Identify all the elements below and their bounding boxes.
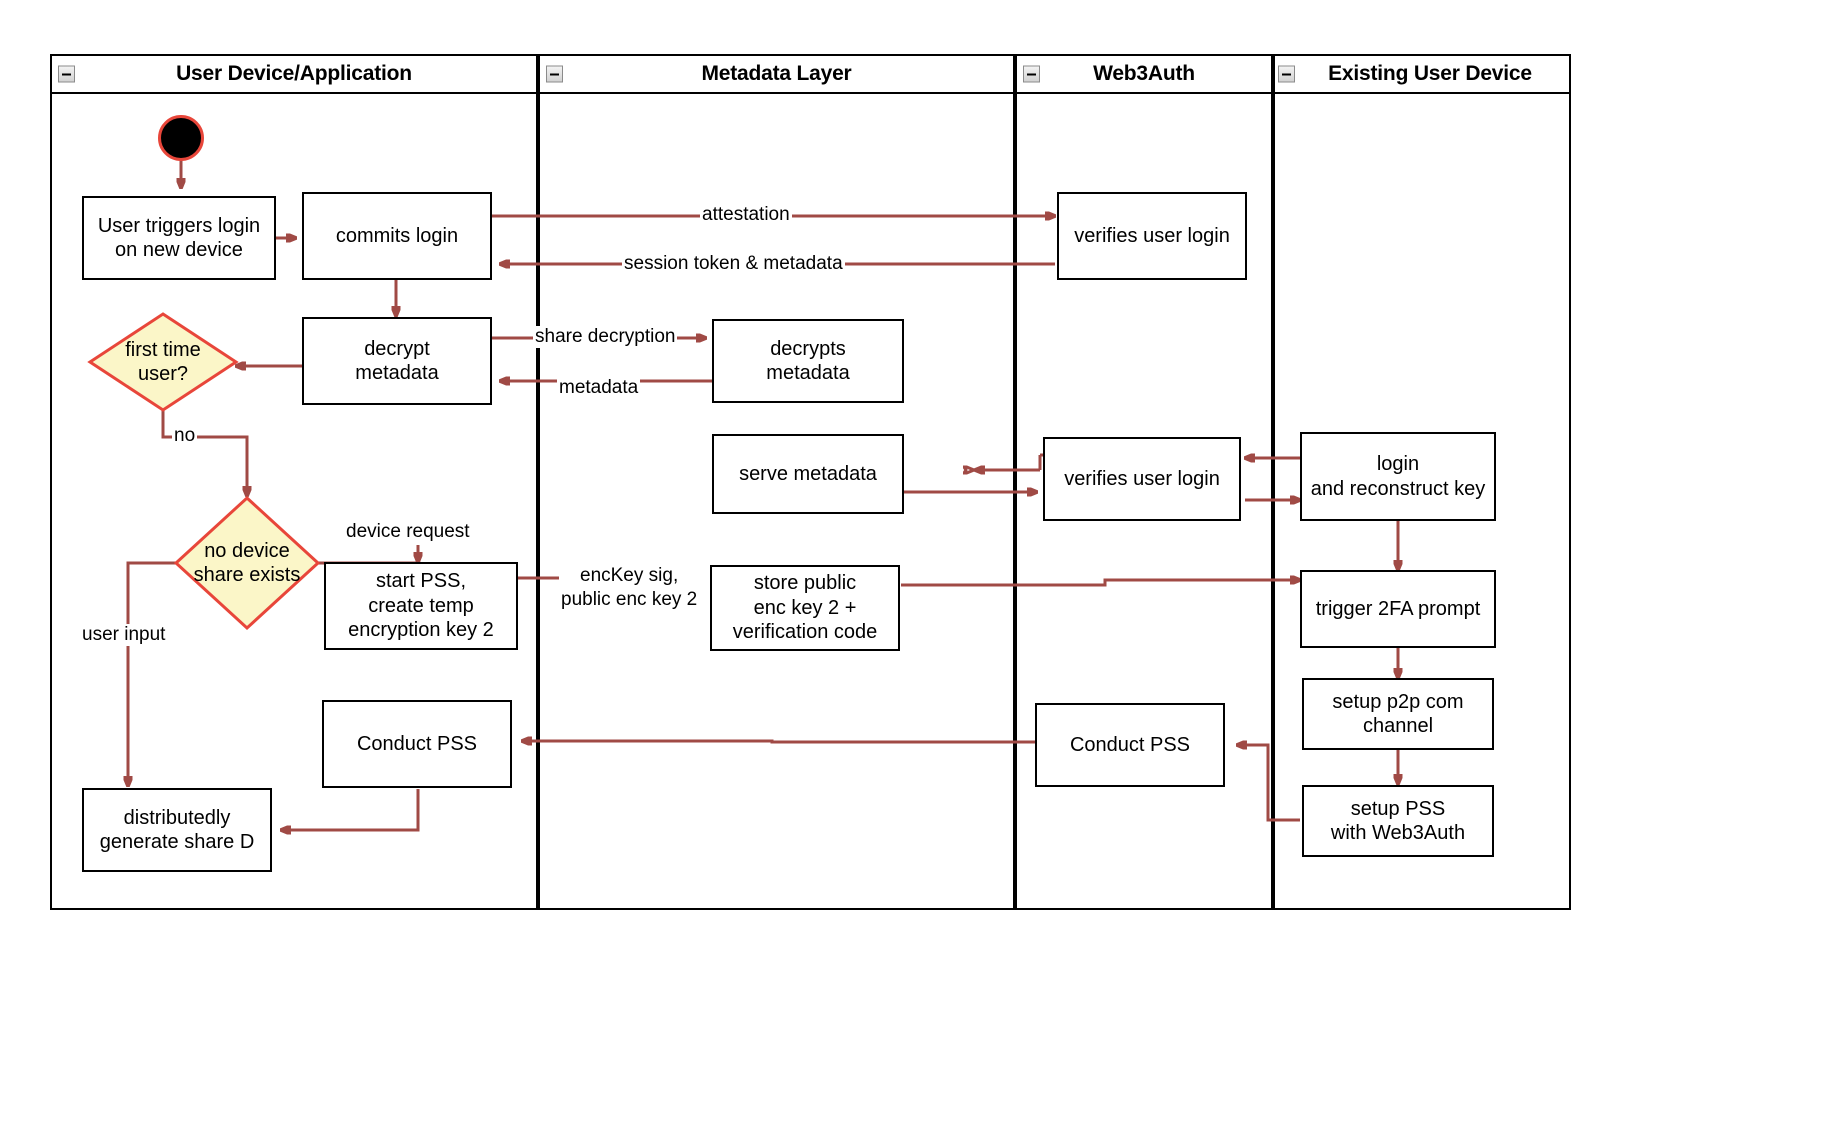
lane-title-web3auth: Web3Auth bbox=[1093, 62, 1195, 85]
node-label: distributedly generate share D bbox=[99, 806, 255, 853]
node-label: setup p2p com channel bbox=[1332, 690, 1464, 737]
node-label: trigger 2FA prompt bbox=[1315, 597, 1481, 620]
activity-decrypts-metadata[interactable]: decrypts metadata bbox=[712, 319, 904, 403]
node-label: setup PSS with Web3Auth bbox=[1330, 797, 1466, 844]
decision-no-device-share[interactable]: no device share exists bbox=[173, 495, 321, 631]
edge-label-attestation: attestation bbox=[700, 204, 792, 227]
edge-label-user-input: user input bbox=[80, 624, 168, 647]
edge-label-enckey-sig: encKey sig, public enc key 2 bbox=[559, 564, 700, 612]
activity-commits-login[interactable]: commits login bbox=[302, 192, 492, 280]
lane-header-existing-device[interactable]: Existing User Device bbox=[1273, 54, 1571, 94]
lane-header-web3auth[interactable]: Web3Auth bbox=[1015, 54, 1273, 94]
edge-label-share-decryption: share decryption bbox=[533, 326, 678, 349]
activity-start-pss[interactable]: start PSS, create temp encryption key 2 bbox=[324, 562, 518, 650]
activity-user-triggers-login[interactable]: User triggers login on new device bbox=[82, 196, 276, 280]
node-label: decrypt metadata bbox=[355, 337, 439, 384]
node-label: verifies user login bbox=[1064, 467, 1220, 490]
activity-decrypt-metadata[interactable]: decrypt metadata bbox=[302, 317, 492, 405]
activity-trigger-2fa-prompt[interactable]: trigger 2FA prompt bbox=[1300, 570, 1496, 648]
node-label: login and reconstruct key bbox=[1310, 453, 1486, 500]
lane-title-existing-device: Existing User Device bbox=[1328, 62, 1532, 85]
lane-title-metadata-layer: Metadata Layer bbox=[701, 62, 852, 85]
activity-login-and-reconstruct-key[interactable]: login and reconstruct key bbox=[1300, 432, 1496, 521]
activity-verifies-user-login-1[interactable]: verifies user login bbox=[1057, 192, 1247, 280]
node-label: store public enc key 2 + verification co… bbox=[732, 572, 878, 644]
node-label: Conduct PSS bbox=[1069, 733, 1191, 756]
activity-conduct-pss-web3auth[interactable]: Conduct PSS bbox=[1035, 703, 1225, 787]
node-label: User triggers login on new device bbox=[97, 214, 261, 261]
minus-box-icon[interactable] bbox=[58, 65, 75, 83]
lane-header-user-device[interactable]: User Device/Application bbox=[50, 54, 538, 94]
activity-setup-pss-with-web3auth[interactable]: setup PSS with Web3Auth bbox=[1302, 785, 1494, 857]
node-label: decrypts metadata bbox=[766, 337, 850, 384]
edge-label-metadata: metadata bbox=[557, 377, 641, 400]
activity-generate-share-d[interactable]: distributedly generate share D bbox=[82, 788, 272, 872]
activity-store-public-enc-key[interactable]: store public enc key 2 + verification co… bbox=[710, 565, 900, 651]
decision-first-time-user[interactable]: first time user? bbox=[87, 312, 239, 412]
minus-box-icon[interactable] bbox=[1278, 65, 1295, 83]
edge-label-session-token: session token & metadata bbox=[622, 253, 845, 276]
minus-box-icon[interactable] bbox=[1023, 65, 1040, 83]
minus-box-icon[interactable] bbox=[546, 65, 563, 83]
node-label: commits login bbox=[335, 224, 459, 247]
node-label: verifies user login bbox=[1074, 224, 1230, 247]
activity-verifies-user-login-2[interactable]: verifies user login bbox=[1043, 437, 1241, 521]
activity-conduct-pss-user-device[interactable]: Conduct PSS bbox=[322, 700, 512, 788]
node-label: no device share exists bbox=[193, 540, 301, 586]
activity-setup-p2p-channel[interactable]: setup p2p com channel bbox=[1302, 678, 1494, 750]
node-label: first time user? bbox=[125, 339, 201, 385]
node-label: Conduct PSS bbox=[356, 732, 478, 755]
initial-node bbox=[158, 115, 204, 161]
node-label: serve metadata bbox=[739, 462, 877, 485]
lane-header-metadata-layer[interactable]: Metadata Layer bbox=[538, 54, 1015, 94]
activity-serve-metadata[interactable]: serve metadata bbox=[712, 434, 904, 514]
node-label: start PSS, create temp encryption key 2 bbox=[348, 570, 494, 642]
lane-title-user-device: User Device/Application bbox=[176, 62, 412, 85]
edge-label-device-request: device request bbox=[344, 521, 472, 544]
edge-label-no: no bbox=[172, 425, 198, 448]
